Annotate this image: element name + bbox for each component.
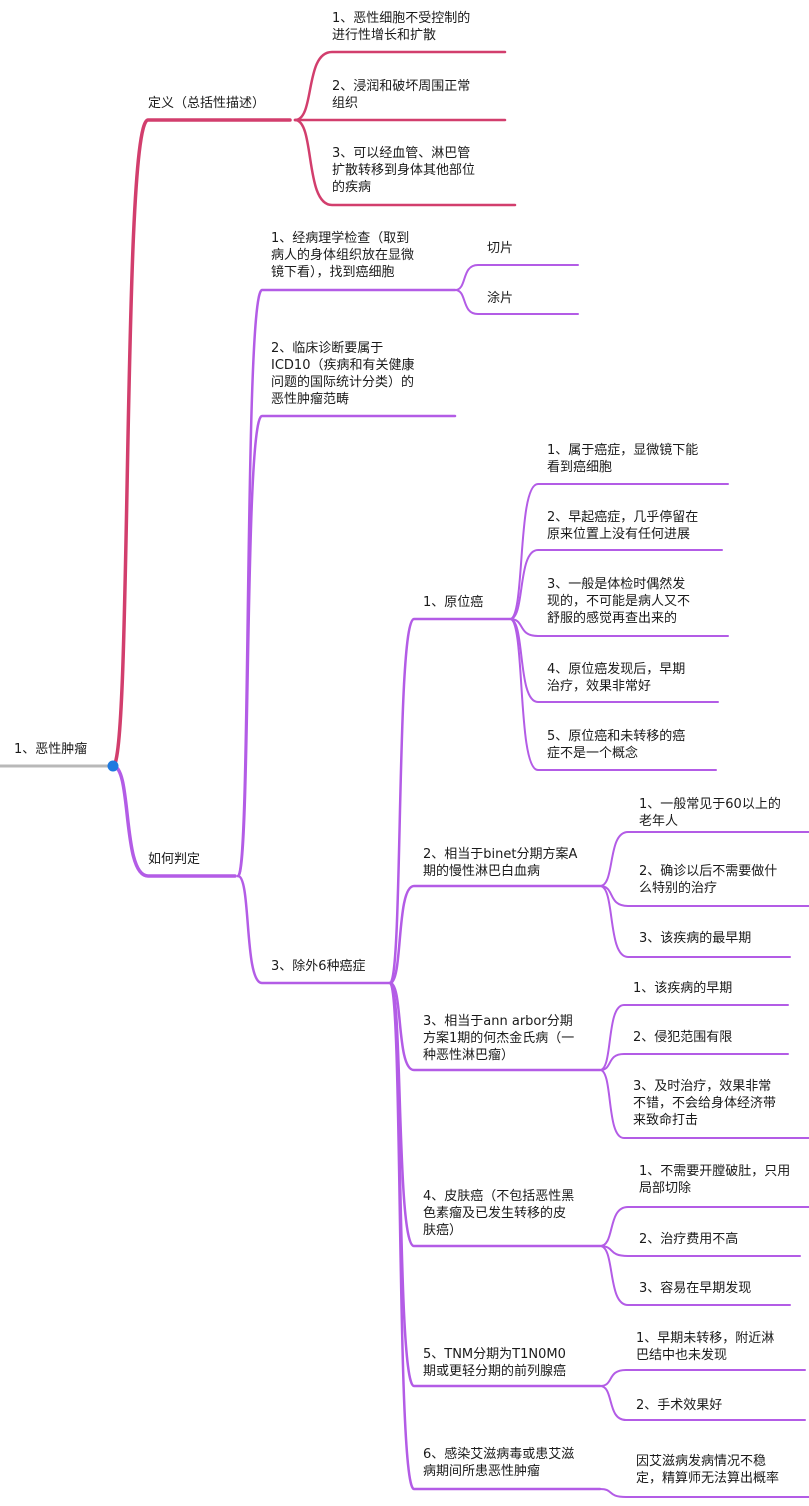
link-group5-item-1 <box>599 1369 806 1387</box>
exclusion-group-4[interactable]: 4、皮肤癌（不包括恶性黑 色素瘤及已发生转移的皮 肤癌） <box>423 1189 575 1238</box>
group1-item-2[interactable]: 2、早起癌症，几乎停留在 原来位置上没有任何进展 <box>547 510 699 542</box>
definition-item-2[interactable]: 2、浸润和破坏周围正常 组织 <box>332 79 471 111</box>
group1-item-1[interactable]: 1、属于癌症，显微镜下能 看到癌细胞 <box>547 443 699 475</box>
link-group1-item-3 <box>509 618 729 637</box>
link-exclusions-group-6 <box>388 981 602 1491</box>
judge-node[interactable]: 如何判定 <box>148 852 201 867</box>
link-group5-item-2 <box>599 1385 806 1421</box>
pathology-node[interactable]: 1、经病理学检查（取到 病人的身体组织放在显微 镜下看），找到癌细胞 <box>271 231 415 280</box>
group5-item-1[interactable]: 1、早期未转移，附近淋 巴结中也未发现 <box>636 1331 775 1363</box>
group3-item-1[interactable]: 1、该疾病的早期 <box>633 981 733 996</box>
icd-node[interactable]: 2、临床诊断要属于 ICD10（疾病和有关健康 问题的国际统计分类）的 恶性肿瘤… <box>271 341 415 407</box>
link-group6-item-1 <box>599 1488 809 1498</box>
group2-item-1[interactable]: 1、一般常见于60以上的 老年人 <box>639 797 781 829</box>
group3-item-3[interactable]: 3、及时治疗，效果非常 不错，不会给身体经济带 来致命打击 <box>633 1079 777 1128</box>
exclusion-group-6[interactable]: 6、感染艾滋病毒或患艾滋 病期间所患恶性肿瘤 <box>423 1447 575 1479</box>
exclusion-group-2[interactable]: 2、相当于binet分期方案A 期的慢性淋巴白血病 <box>423 847 578 879</box>
link-group3-item-3 <box>599 1069 809 1139</box>
link-exclusions-group-3 <box>388 981 602 1072</box>
group4-item-3[interactable]: 3、容易在早期发现 <box>639 1281 752 1296</box>
group2-item-2[interactable]: 2、确诊以后不需要做什 么特别的治疗 <box>639 864 778 896</box>
link-group3-item-2 <box>599 1053 789 1071</box>
link-judge-exclusions <box>236 874 392 985</box>
group3-item-2[interactable]: 2、侵犯范围有限 <box>633 1030 733 1045</box>
group4-item-1[interactable]: 1、不需要开膛破肚，只用 局部切除 <box>639 1164 791 1196</box>
group6-item-1[interactable]: 因艾滋病发病情况不稳 定，精算师无法算出概率 <box>636 1454 780 1486</box>
link-definition-item-1 <box>293 50 507 122</box>
link-group1-item-1 <box>509 483 729 620</box>
definition-item-3[interactable]: 3、可以经血管、淋巴管 扩散转移到身体其他部位 的疾病 <box>332 146 476 195</box>
link-group4-item-2 <box>599 1245 801 1257</box>
exclusion-group-1[interactable]: 1、原位癌 <box>423 595 484 610</box>
link-group4-item-3 <box>599 1245 791 1306</box>
link-group3-item-1 <box>599 1004 789 1071</box>
group1-item-3[interactable]: 3、一般是体检时偶然发 现的，不可能是病人又不 舒服的感觉再查出来的 <box>547 577 691 626</box>
group2-item-3[interactable]: 3、该疾病的最早期 <box>639 931 752 946</box>
link-group1-item-5 <box>509 618 717 771</box>
definition-node[interactable]: 定义（总括性描述） <box>148 96 266 111</box>
root-node[interactable]: 1、恶性肿瘤 <box>14 742 88 757</box>
exclusion-group-5[interactable]: 5、TNM分期为T1N0M0 期或更轻分期的前列腺癌 <box>423 1347 567 1379</box>
link-group2-item-3 <box>599 885 791 958</box>
exclusions-node[interactable]: 3、除外6种癌症 <box>271 959 366 974</box>
root-handle-dot[interactable] <box>107 760 119 772</box>
definition-item-1[interactable]: 1、恶性细胞不受控制的 进行性增长和扩散 <box>332 11 471 43</box>
link-pathology-slice <box>454 264 579 291</box>
link-group4-item-1 <box>599 1206 809 1247</box>
group1-item-5[interactable]: 5、原位癌和未转移的癌 症不是一个概念 <box>547 729 686 761</box>
pathology-item-smear[interactable]: 涂片 <box>487 291 514 306</box>
link-root-judge <box>111 764 237 878</box>
group1-item-4[interactable]: 4、原位癌发现后，早期 治疗，效果非常好 <box>547 662 686 694</box>
link-exclusions-group-1 <box>388 617 512 985</box>
link-group2-item-1 <box>599 831 809 887</box>
exclusion-group-3[interactable]: 3、相当于ann arbor分期 方案1期的何杰金氏病（一 种恶性淋巴瘤） <box>423 1014 575 1063</box>
link-pathology-smear <box>454 289 579 315</box>
pathology-item-slice[interactable]: 切片 <box>487 241 514 256</box>
group4-item-2[interactable]: 2、治疗费用不高 <box>639 1232 739 1247</box>
link-group1-item-2 <box>509 549 723 620</box>
group5-item-2[interactable]: 2、手术效果好 <box>636 1398 723 1413</box>
link-root-definition <box>111 118 292 768</box>
link-definition-item-3 <box>293 118 517 207</box>
link-judge-icd <box>236 414 457 878</box>
link-exclusions-group-2 <box>388 884 602 985</box>
